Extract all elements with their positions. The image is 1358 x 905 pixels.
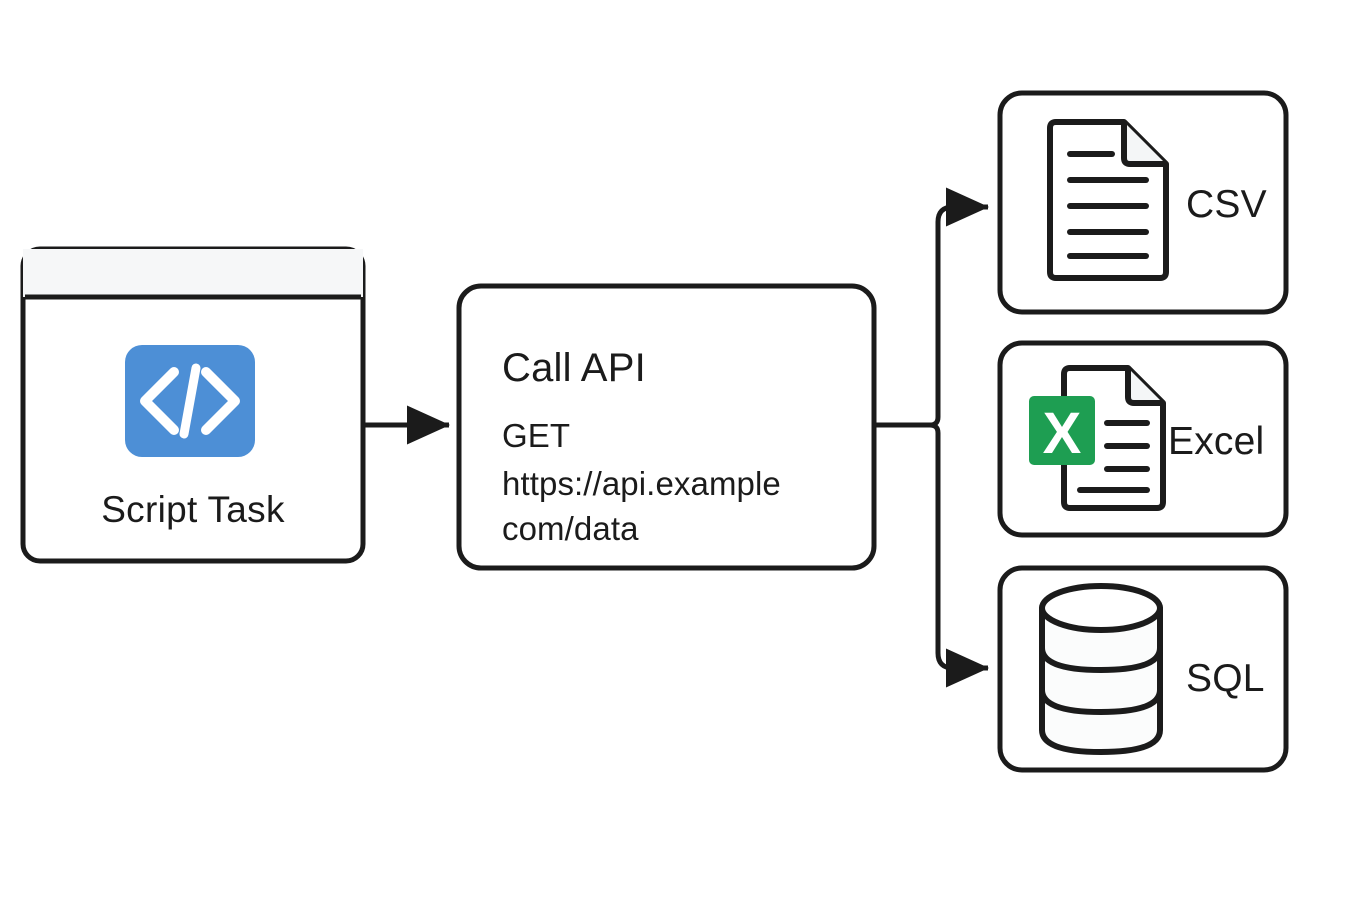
excel-label: Excel xyxy=(1168,420,1264,463)
csv-document-icon xyxy=(1047,119,1169,281)
node-output-excel[interactable]: X Excel xyxy=(997,340,1289,538)
node-output-sql[interactable]: SQL xyxy=(997,565,1289,773)
excel-badge: X xyxy=(1029,396,1095,466)
node-output-csv[interactable]: CSV xyxy=(997,90,1289,315)
script-task-header-bar xyxy=(23,249,363,297)
call-api-method: GET xyxy=(502,417,570,454)
node-call-api[interactable]: Call API GET https://api.example com/dat… xyxy=(456,283,877,571)
connector-branch-trunk xyxy=(876,187,990,688)
call-api-url-line-1: https://api.example xyxy=(502,465,781,502)
excel-badge-letter: X xyxy=(1043,401,1082,466)
call-api-box xyxy=(456,283,877,571)
database-cylinder-icon xyxy=(1039,583,1163,755)
call-api-url-line-2: com/data xyxy=(502,510,639,547)
sql-label: SQL xyxy=(1186,657,1265,700)
csv-label: CSV xyxy=(1186,183,1267,226)
branch-to-csv xyxy=(935,187,990,417)
node-script-task[interactable]: Script Task xyxy=(20,246,366,564)
code-brackets-icon xyxy=(125,345,255,457)
script-task-label: Script Task xyxy=(101,489,285,530)
excel-document-icon: X xyxy=(1029,365,1166,511)
branch-junction-lower xyxy=(929,422,941,434)
call-api-title: Call API xyxy=(502,346,646,390)
branch-to-sql xyxy=(935,433,990,688)
